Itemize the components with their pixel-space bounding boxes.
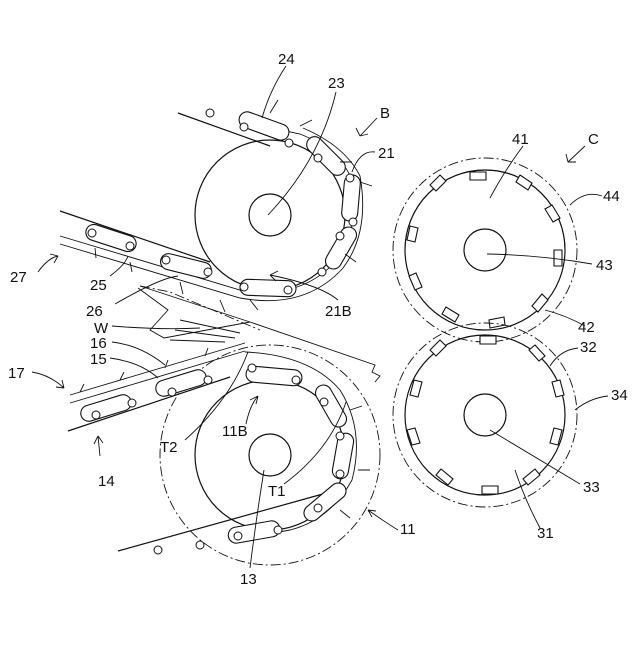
chain-pin xyxy=(349,218,357,226)
label-44: 44 xyxy=(603,188,620,205)
chain-pin xyxy=(240,123,248,131)
shaft-13 xyxy=(249,434,291,476)
leader-21 xyxy=(352,152,375,172)
chain-pin xyxy=(248,364,256,372)
lower-conveyor xyxy=(68,343,380,565)
roll-41-blades xyxy=(407,172,562,328)
leader-16 xyxy=(112,342,165,365)
upper-conveyor-b xyxy=(60,100,372,312)
arrow-14 xyxy=(94,436,103,456)
label-34: 34 xyxy=(611,387,628,404)
chain-pin xyxy=(92,411,100,419)
chain-pin xyxy=(318,268,326,276)
roll-31-outer-circle xyxy=(393,323,577,507)
leader-44 xyxy=(570,194,602,205)
arrow-c xyxy=(566,146,585,162)
lower-bottom-line xyxy=(118,492,330,551)
shaft-23 xyxy=(249,194,291,236)
leader-41 xyxy=(490,146,523,198)
label-42: 42 xyxy=(578,319,595,336)
chain-pin xyxy=(314,504,322,512)
chain-pin xyxy=(336,432,344,440)
label-t1: T1 xyxy=(268,483,286,500)
chain-link xyxy=(301,480,350,524)
chain-pin xyxy=(274,526,282,534)
label-16: 16 xyxy=(90,335,107,352)
leader-w xyxy=(112,326,200,329)
chain-pin xyxy=(162,256,170,264)
roll-41-outer-circle xyxy=(393,158,577,342)
label-43: 43 xyxy=(596,257,613,274)
label-41: 41 xyxy=(512,131,529,148)
shaft-43 xyxy=(464,229,506,271)
chain-pin xyxy=(206,109,214,117)
lower-chain-links xyxy=(79,366,355,545)
upper-lower-frame-line xyxy=(60,211,210,262)
label-13: 13 xyxy=(240,571,257,588)
label-21: 21 xyxy=(378,145,395,162)
label-25: 25 xyxy=(90,277,107,294)
leader-34 xyxy=(575,396,608,410)
chain-link xyxy=(313,382,350,430)
chain-pin xyxy=(314,154,322,162)
leader-13 xyxy=(250,470,264,568)
roll-41-rim xyxy=(405,170,565,250)
label-t2: T2 xyxy=(160,439,178,456)
label-27: 27 xyxy=(10,269,27,286)
lower-chain-pins xyxy=(92,364,344,554)
leader-26 xyxy=(115,276,178,304)
chain-link xyxy=(323,224,360,272)
chain-pin xyxy=(88,229,96,237)
arrow-11b xyxy=(246,396,258,424)
label-24: 24 xyxy=(278,51,295,68)
chain-pin xyxy=(240,283,248,291)
label-15: 15 xyxy=(90,351,107,368)
chain-pin xyxy=(204,376,212,384)
label-31: 31 xyxy=(537,525,554,542)
chain-pin xyxy=(126,242,134,250)
paper-hatching xyxy=(170,320,240,342)
chain-pin xyxy=(292,376,300,384)
arrow-27 xyxy=(38,254,58,272)
label-b: B xyxy=(380,105,390,122)
chain-pin xyxy=(346,174,354,182)
chain-pin xyxy=(196,541,204,549)
chain-pin xyxy=(284,286,292,294)
chain-pin xyxy=(154,546,162,554)
label-c: C xyxy=(588,131,599,148)
label-11: 11 xyxy=(400,521,416,538)
chain-pin xyxy=(285,139,293,147)
leader-15 xyxy=(110,358,158,378)
label-23: 23 xyxy=(328,75,345,92)
shaft-33 xyxy=(464,394,506,436)
label-26: 26 xyxy=(86,303,103,320)
chain-pin xyxy=(234,532,242,540)
chain-pin xyxy=(128,399,136,407)
label-17: 17 xyxy=(8,365,25,382)
label-11b: 11B xyxy=(222,423,248,440)
label-32: 32 xyxy=(580,339,597,356)
chain-pin xyxy=(204,268,212,276)
label-14: 14 xyxy=(98,473,115,490)
chain-pin xyxy=(320,398,328,406)
chain-pin xyxy=(336,232,344,240)
arrow-b xyxy=(356,118,377,136)
chain-pin xyxy=(168,388,176,396)
leader-25 xyxy=(110,256,128,276)
label-33: 33 xyxy=(583,479,600,496)
label-21b: 21B xyxy=(325,303,352,320)
leader-24 xyxy=(262,66,286,118)
roll-31-blades xyxy=(407,336,564,494)
leader-32 xyxy=(550,348,578,366)
chain-pin xyxy=(336,470,344,478)
arrow-11 xyxy=(368,510,398,530)
cutter-unit-c xyxy=(393,158,577,507)
arrow-17 xyxy=(32,372,64,388)
